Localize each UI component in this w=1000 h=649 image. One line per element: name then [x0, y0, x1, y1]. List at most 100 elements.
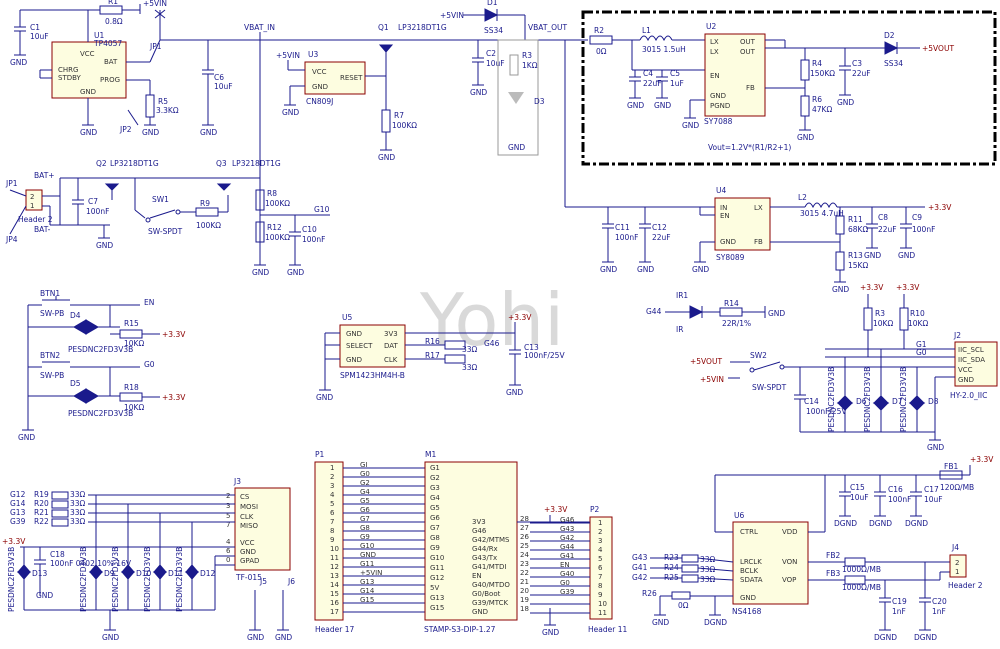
svg-text:3.3KΩ: 3.3KΩ: [156, 106, 179, 115]
p2-pin-number: 6: [598, 564, 603, 572]
svg-text:G42: G42: [632, 573, 648, 582]
svg-text:PESDNC2FD3V3B: PESDNC2FD3V3B: [68, 409, 133, 418]
svg-text:C4: C4: [643, 69, 653, 78]
svg-text:P1: P1: [315, 450, 325, 459]
svg-text:100KΩ: 100KΩ: [265, 233, 290, 242]
svg-text:1000Ω/MB: 1000Ω/MB: [842, 583, 881, 592]
p2-pin-net: G43: [560, 525, 574, 533]
svg-text:D4: D4: [70, 311, 81, 320]
svg-text:LRCLK: LRCLK: [740, 558, 762, 566]
svg-text:SW-SPDT: SW-SPDT: [148, 227, 183, 236]
svg-text:JP2: JP2: [119, 125, 132, 134]
svg-text:J2: J2: [953, 331, 961, 340]
svg-text:G13: G13: [10, 508, 26, 517]
p2-pin-number: 8: [598, 582, 602, 590]
boost-section: R2 0Ω L1 3015 1.5uH C4 22uF GND C5 1uF G…: [575, 10, 997, 166]
svg-text:R2: R2: [594, 26, 604, 35]
svg-text:LP3218DT1G: LP3218DT1G: [398, 23, 447, 32]
svg-text:U5: U5: [342, 313, 352, 322]
p1-pin-number: 10: [330, 545, 339, 553]
svg-text:L1: L1: [642, 26, 651, 35]
p1-pin-net: G9: [360, 533, 370, 541]
svg-text:R8: R8: [267, 189, 277, 198]
svg-text:C2: C2: [486, 49, 496, 58]
svg-text:GND: GND: [682, 121, 699, 130]
svg-text:R26: R26: [642, 589, 657, 598]
svg-text:GND: GND: [927, 443, 944, 452]
svg-text:J3: J3: [233, 477, 241, 486]
svg-text:GND: GND: [797, 133, 814, 142]
m1-left-pin: G4: [430, 494, 440, 502]
svg-text:LX: LX: [710, 48, 719, 56]
svg-text:R22: R22: [34, 517, 49, 526]
svg-text:C7: C7: [88, 197, 98, 206]
svg-text:GND: GND: [627, 101, 644, 110]
svg-text:DGND: DGND: [704, 618, 727, 627]
svg-text:JP4: JP4: [5, 235, 18, 244]
p1-pin-number: 1: [330, 464, 334, 472]
svg-text:6: 6: [226, 547, 231, 555]
svg-text:TF-015: TF-015: [235, 573, 262, 582]
u3-box: [304, 61, 366, 95]
svg-text:GND: GND: [864, 251, 881, 260]
svg-text:C3: C3: [852, 59, 862, 68]
svg-text:Q2: Q2: [96, 159, 107, 168]
p1-pin-number: 17: [330, 608, 339, 616]
svg-text:DGND: DGND: [914, 633, 937, 642]
p2-pin-net: G0: [560, 579, 570, 587]
svg-text:1: 1: [30, 202, 34, 210]
svg-text:NS4168: NS4168: [732, 607, 762, 616]
svg-text:C12: C12: [652, 223, 667, 232]
m1-right-pin-number: 20: [520, 587, 529, 595]
svg-text:D5: D5: [70, 379, 81, 388]
svg-text:0: 0: [226, 556, 230, 564]
svg-text:100nF: 100nF: [302, 235, 325, 244]
m1-right-pin-number: 19: [520, 596, 529, 604]
svg-text:GND: GND: [378, 153, 395, 162]
svg-text:R15: R15: [124, 319, 139, 328]
svg-text:CN809J: CN809J: [306, 97, 333, 106]
svg-text:PESDNC2FD3V3B: PESDNC2FD3V3B: [827, 367, 836, 432]
p1-pin-net: +5VIN: [360, 569, 382, 577]
svg-text:G1: G1: [916, 340, 927, 349]
svg-text:R9: R9: [200, 199, 210, 208]
svg-text:C10: C10: [302, 225, 317, 234]
svg-text:G46: G46: [484, 339, 500, 348]
m1-right-pin: G42/MTMS: [472, 536, 510, 544]
svg-text:R12: R12: [267, 223, 282, 232]
m1-left-pin: G1: [430, 464, 440, 472]
svg-text:GND: GND: [252, 268, 269, 277]
sdcard-section: J3 CS MOSI CLK MISO VCC GND GPAD TF-015 …: [2, 477, 295, 642]
p1-pin-net: G5: [360, 497, 370, 505]
svg-text:PESDNC2FD3V3B: PESDNC2FD3V3B: [863, 367, 872, 432]
svg-text:3: 3: [226, 502, 230, 510]
svg-text:MISO: MISO: [240, 522, 259, 530]
svg-text:VCC: VCC: [80, 50, 95, 58]
m1-module: [424, 461, 518, 621]
m1-right-pin-number: 25: [520, 542, 529, 550]
svg-text:C11: C11: [615, 223, 630, 232]
svg-text:R18: R18: [124, 383, 139, 392]
m1-right-pin: GND: [472, 608, 488, 616]
svg-text:33Ω: 33Ω: [70, 490, 86, 499]
svg-text:GND: GND: [652, 618, 669, 627]
u1-name: TP4057: [93, 39, 122, 48]
boost-dashed-border: [581, 10, 997, 166]
svg-text:15KΩ: 15KΩ: [848, 261, 868, 270]
svg-text:R3: R3: [522, 51, 532, 60]
svg-text:G12: G12: [10, 490, 26, 499]
svg-text:100nF: 100nF: [888, 495, 911, 504]
svg-text:7: 7: [226, 521, 230, 529]
svg-text:M1: M1: [425, 450, 436, 459]
p2-pin-net: G39: [560, 588, 574, 596]
svg-text:C9: C9: [912, 213, 922, 222]
svg-text:OUT: OUT: [740, 48, 756, 56]
svg-text:VCC: VCC: [312, 68, 327, 76]
svg-text:U2: U2: [706, 22, 716, 31]
charger-section: C1 10uF GND R1 0.8Ω +5VIN U1 TP4057 VCC …: [10, 0, 575, 260]
p2-pin-net: G42: [560, 534, 574, 542]
svg-text:33Ω: 33Ω: [462, 363, 478, 372]
